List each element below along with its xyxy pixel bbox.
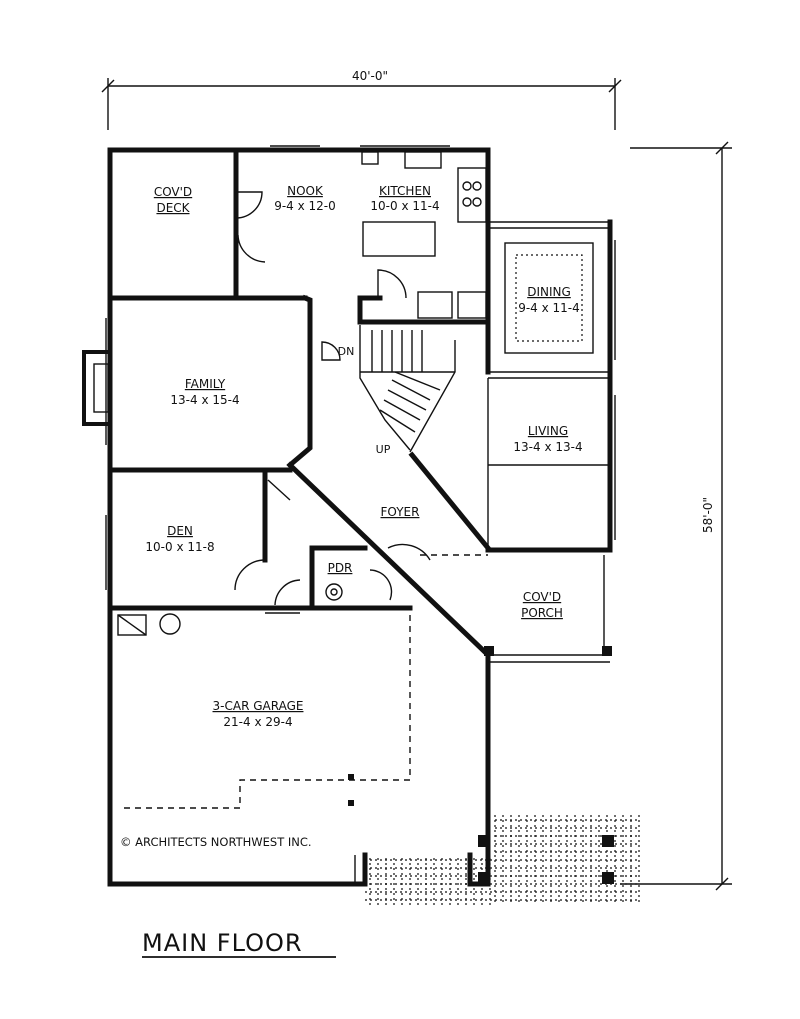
depth-dimension: 58'-0"	[620, 141, 732, 891]
porch-label-line1: COV'D	[523, 590, 561, 604]
stair-down-label: DN	[338, 345, 355, 358]
den-size: 10-0 x 11-8	[145, 540, 214, 554]
drawing-title: MAIN FLOOR	[142, 929, 336, 958]
exterior-walls	[107, 147, 613, 887]
kitchen-size: 10-0 x 11-4	[370, 199, 439, 213]
width-dimension: 40'-0"	[101, 69, 622, 130]
drawing-title-text: MAIN FLOOR	[142, 929, 303, 957]
porch-label-line2: PORCH	[521, 606, 563, 620]
living-size: 13-4 x 13-4	[513, 440, 582, 454]
den-label: DEN	[167, 524, 193, 538]
doors	[234, 191, 431, 606]
nook-label: NOOK	[287, 184, 324, 198]
porch-details	[420, 554, 612, 663]
kitchen-fixtures	[361, 151, 487, 319]
deck-label-line2: DECK	[156, 201, 190, 215]
fireplace	[82, 350, 112, 426]
windows	[105, 145, 616, 614]
dining-size: 9-4 x 11-4	[518, 301, 580, 315]
width-dimension-label: 40'-0"	[352, 69, 388, 83]
stair-up-label: UP	[376, 443, 391, 456]
dining-tray-ceiling	[504, 242, 594, 354]
copyright-notice: © ARCHITECTS NORTHWEST INC.	[120, 835, 312, 849]
powder-fixtures	[325, 583, 343, 601]
dining-label: DINING	[527, 285, 571, 299]
pergola	[365, 815, 640, 905]
garage-label: 3-CAR GARAGE	[213, 699, 304, 713]
depth-dimension-label: 58'-0"	[701, 497, 715, 533]
staircase	[321, 330, 456, 453]
powder-label: PDR	[328, 561, 353, 575]
living-label: LIVING	[528, 424, 568, 438]
family-label: FAMILY	[185, 377, 226, 391]
nook-size: 9-4 x 12-0	[274, 199, 336, 213]
interior-walls	[107, 147, 613, 659]
room-labels: COV'D DECK NOOK 9-4 x 12-0 KITCHEN 10-0 …	[145, 184, 582, 729]
kitchen-label: KITCHEN	[379, 184, 431, 198]
foyer-label: FOYER	[381, 505, 420, 519]
deck-label-line1: COV'D	[154, 185, 192, 199]
family-size: 13-4 x 15-4	[170, 393, 239, 407]
garage-size: 21-4 x 29-4	[223, 715, 292, 729]
